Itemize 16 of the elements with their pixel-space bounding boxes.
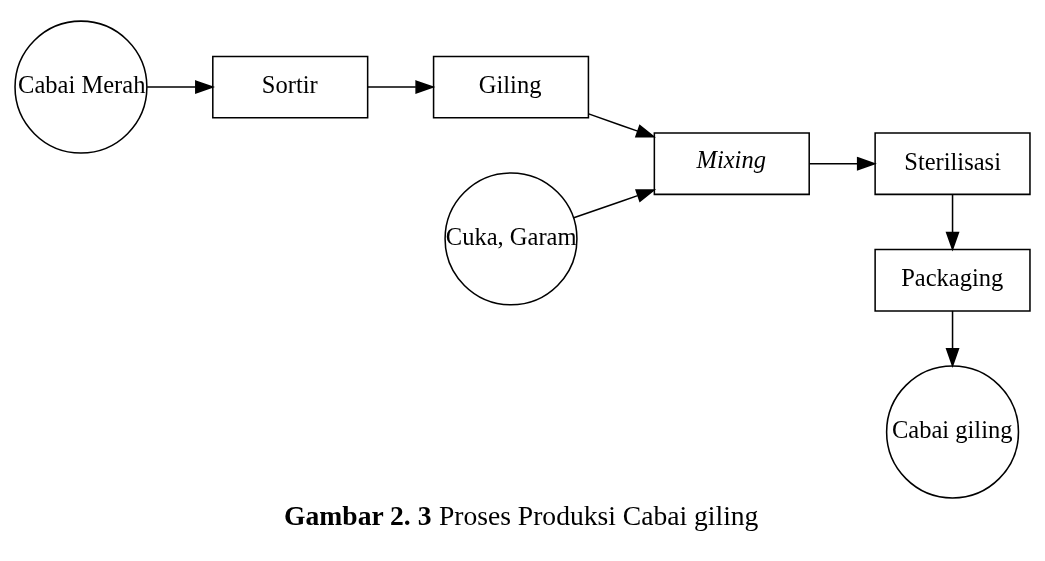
arrow xyxy=(146,79,215,94)
node-box: Mixing xyxy=(653,131,810,195)
node-box: Sterilisasi xyxy=(874,131,1031,195)
arrow xyxy=(587,112,656,138)
caption: Gambar 2. 3 Proses Produksi Cabai giling xyxy=(284,499,759,531)
arrow xyxy=(573,188,657,218)
arrow xyxy=(945,193,960,252)
arrow xyxy=(808,156,877,171)
node-circle: Cuka, Garam xyxy=(444,171,578,306)
node-box: Packaging xyxy=(874,248,1031,312)
node-circle: Cabai Merah xyxy=(14,19,148,154)
node-box: Sortir xyxy=(212,55,369,118)
arrow xyxy=(945,309,960,368)
arrow xyxy=(367,79,436,94)
node-box: Giling xyxy=(432,55,590,118)
node-circle: Cabai giling xyxy=(885,364,1020,499)
